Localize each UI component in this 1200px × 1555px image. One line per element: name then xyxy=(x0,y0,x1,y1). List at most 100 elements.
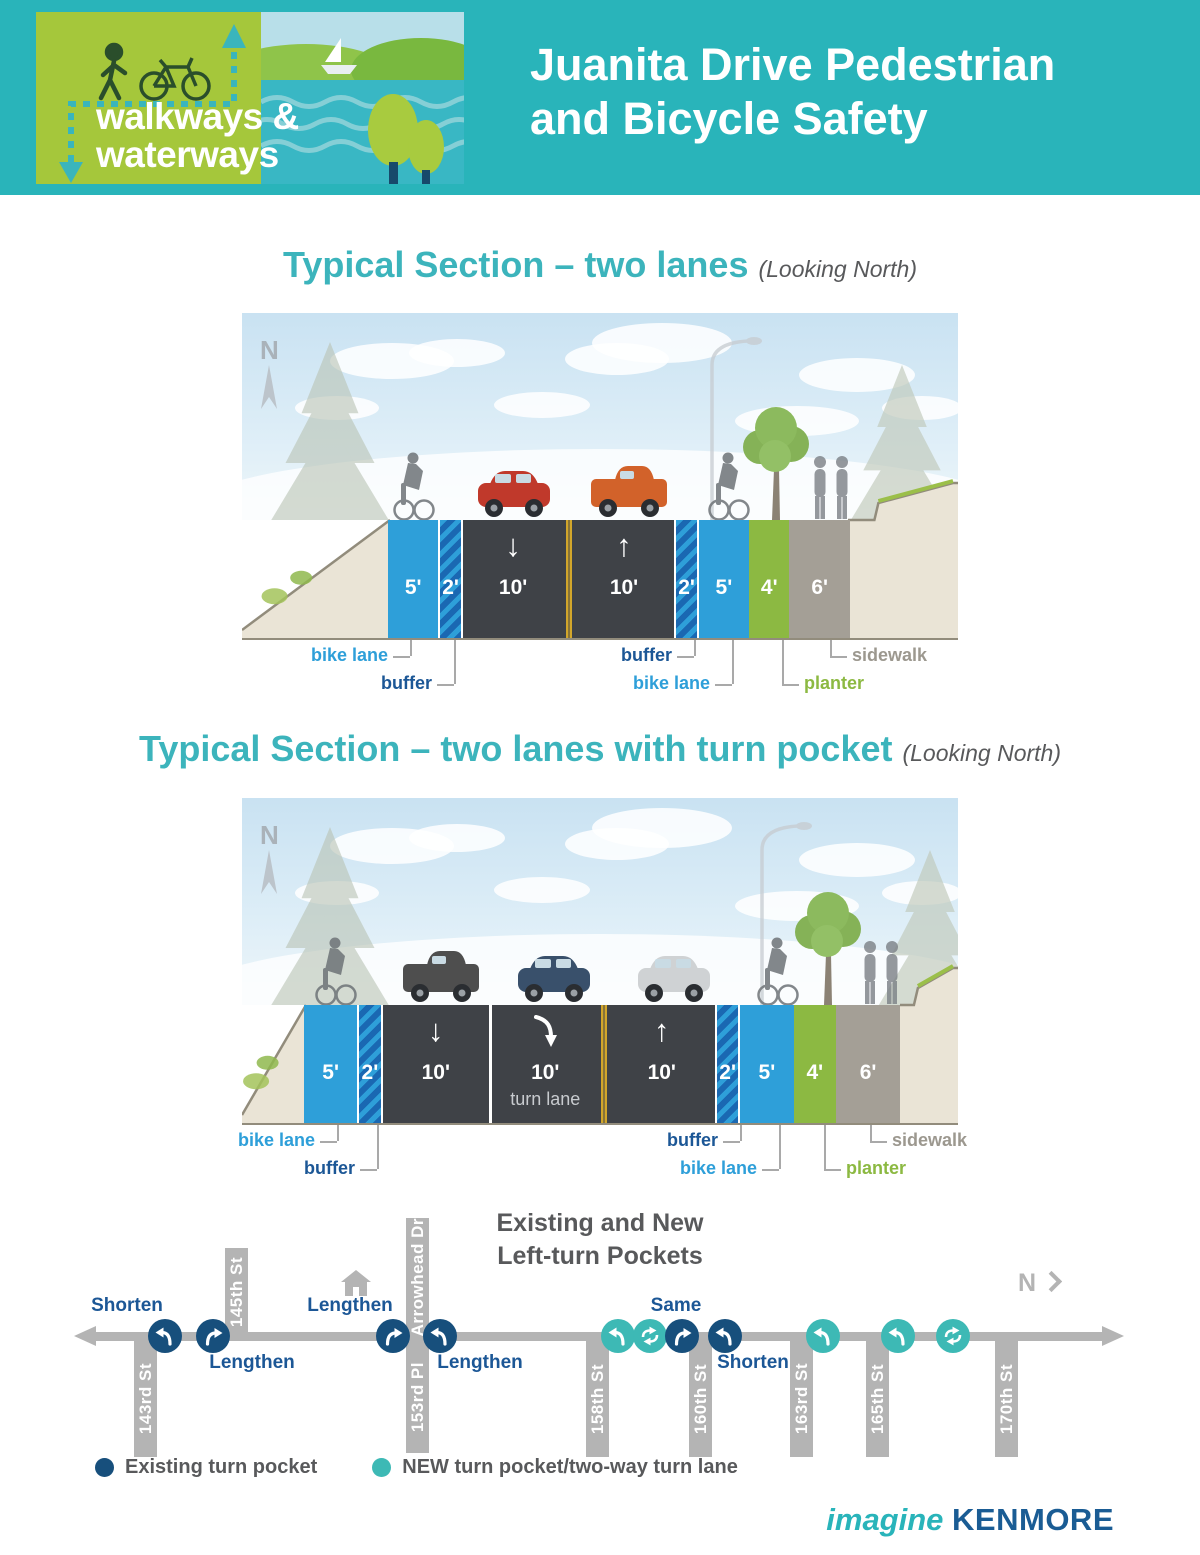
road-band-planter: 4' xyxy=(793,1005,837,1125)
buffer-label: buffer xyxy=(667,1130,718,1150)
down-arrow-icon: ↓ xyxy=(428,1013,444,1048)
street-name-label: 145th St xyxy=(226,1256,246,1328)
cyclist-silhouette xyxy=(315,937,357,1005)
logo-water-panel xyxy=(261,12,464,184)
turn-lane-label: turn lane xyxy=(510,1089,581,1109)
pedestrian-silhouette xyxy=(814,456,826,519)
new-turn-pocket-marker xyxy=(806,1319,840,1353)
dimension-label: 6' xyxy=(859,1061,877,1084)
two-way-icon xyxy=(944,1326,962,1346)
sidewalk-label: sidewalk xyxy=(852,645,928,665)
turn-arrow-icon xyxy=(492,1013,598,1057)
road-band-buffer: 2' xyxy=(357,1005,383,1125)
dimension-label: 5' xyxy=(404,576,422,599)
road-band-buffer: 2' xyxy=(714,1005,741,1125)
leader-line xyxy=(779,1125,781,1169)
north-compass: N xyxy=(1018,1269,1063,1298)
turn-arrow-icon xyxy=(534,1015,558,1047)
sailboat-icon xyxy=(321,38,357,74)
new-turn-pocket-marker xyxy=(601,1319,635,1353)
embankment-left xyxy=(242,1004,306,1125)
dimension-label: 2' xyxy=(361,1061,379,1084)
hook-left-icon xyxy=(155,1327,172,1346)
hook-left-icon xyxy=(715,1327,732,1346)
leader-line xyxy=(454,640,456,684)
street-tree xyxy=(743,407,809,520)
dimension-label: 5' xyxy=(715,576,733,599)
bike-lane-label: bike lane xyxy=(632,673,710,693)
pedestrian-silhouette xyxy=(886,941,898,1004)
leader-line xyxy=(782,640,784,684)
streetlight-icon xyxy=(710,337,762,520)
legend: Existing turn pocket NEW turn pocket/two… xyxy=(95,1456,738,1479)
new-turn-pocket-marker xyxy=(936,1319,970,1353)
truck xyxy=(403,951,479,1002)
embankment-left xyxy=(242,518,390,640)
road-band-bike: 5' xyxy=(698,520,750,640)
leader-line xyxy=(677,656,694,658)
truck xyxy=(591,466,667,517)
logo-line1: walkways & xyxy=(96,96,299,137)
streetlight-icon xyxy=(760,822,812,1005)
street-bar-158th-st: 158th St xyxy=(586,1341,609,1457)
leader-line xyxy=(360,1169,377,1171)
pedestrian-silhouette xyxy=(836,456,848,519)
leader-line xyxy=(410,640,412,656)
leader-line xyxy=(437,684,454,686)
dimension-label: 5' xyxy=(322,1061,339,1084)
up-arrow-icon: ↑ xyxy=(653,1013,670,1048)
embankment-right xyxy=(848,479,958,640)
left-turn-pockets-diagram: Existing and New Left-turn Pockets N 143… xyxy=(0,1195,1200,1463)
imagine-kenmore-logo: imagine KENMORE xyxy=(826,1502,1114,1537)
leader-line xyxy=(694,640,696,656)
street-bar-153rd-pl: 153rd Pl xyxy=(406,1341,429,1453)
dimension-label: 10' xyxy=(531,1061,560,1084)
street-bar-163rd-st: 163rd St xyxy=(790,1341,813,1457)
road-band-lane: ↓10' xyxy=(462,520,564,640)
two-way-icon xyxy=(641,1326,659,1346)
pocket-note-lengthen: Lengthen xyxy=(307,1295,393,1316)
logo-trail-panel xyxy=(36,12,261,184)
bicycle-icon xyxy=(139,57,211,101)
street-name-label: 153rd Pl xyxy=(407,1361,427,1433)
street-bar-165th-st: 165th St xyxy=(866,1341,889,1457)
existing-turn-pocket-marker xyxy=(148,1319,182,1353)
dimension-label: 2' xyxy=(442,576,459,599)
buffer-label: buffer xyxy=(381,673,432,693)
dimension-label: 10' xyxy=(609,576,639,599)
existing-turn-pocket-marker xyxy=(196,1319,230,1353)
shore-trees xyxy=(368,94,444,184)
bike-lane-label: bike lane xyxy=(310,645,388,665)
hook-up-icon xyxy=(205,1328,223,1346)
dimension-label: 4' xyxy=(806,1061,824,1084)
scene-sky: N xyxy=(242,798,958,1005)
leader-line xyxy=(870,1141,887,1143)
hook-left-icon xyxy=(813,1327,830,1346)
road-band-centerline xyxy=(598,1005,609,1125)
dimension-label: 10' xyxy=(498,576,528,599)
dimension-label: 4' xyxy=(760,576,778,599)
scene-sky: N xyxy=(242,313,958,520)
existing-turn-pocket-marker xyxy=(376,1319,410,1353)
legend-item-existing: Existing turn pocket xyxy=(95,1456,317,1479)
compass-arrow-icon xyxy=(261,850,277,894)
new-turn-pocket-dot xyxy=(372,1458,392,1477)
existing-turn-pocket-marker xyxy=(708,1319,742,1353)
road-arrow-right-icon xyxy=(1102,1326,1124,1346)
header-banner: walkways & waterways Juanita Drive Pedes… xyxy=(0,0,1200,195)
leader-line xyxy=(824,1169,841,1171)
road-arrow-left-icon xyxy=(74,1326,96,1346)
road-band-sidewalk: 6' xyxy=(789,520,850,640)
logo-wordmark: walkways & waterways xyxy=(96,98,299,173)
road-band-lane: ↑ 10' xyxy=(608,1005,715,1125)
house-icon xyxy=(341,1270,371,1296)
dimension-label: 10' xyxy=(421,1061,450,1084)
car xyxy=(518,956,590,1002)
existing-turn-pocket-marker xyxy=(665,1319,699,1353)
evergreen-tree xyxy=(271,342,389,520)
street-bar-170th-st: 170th St xyxy=(995,1341,1018,1457)
dimension-label: 10' xyxy=(647,1061,676,1084)
dimension-label: 6' xyxy=(811,576,829,599)
street-bar-143rd-st: 143rd St xyxy=(134,1341,157,1457)
